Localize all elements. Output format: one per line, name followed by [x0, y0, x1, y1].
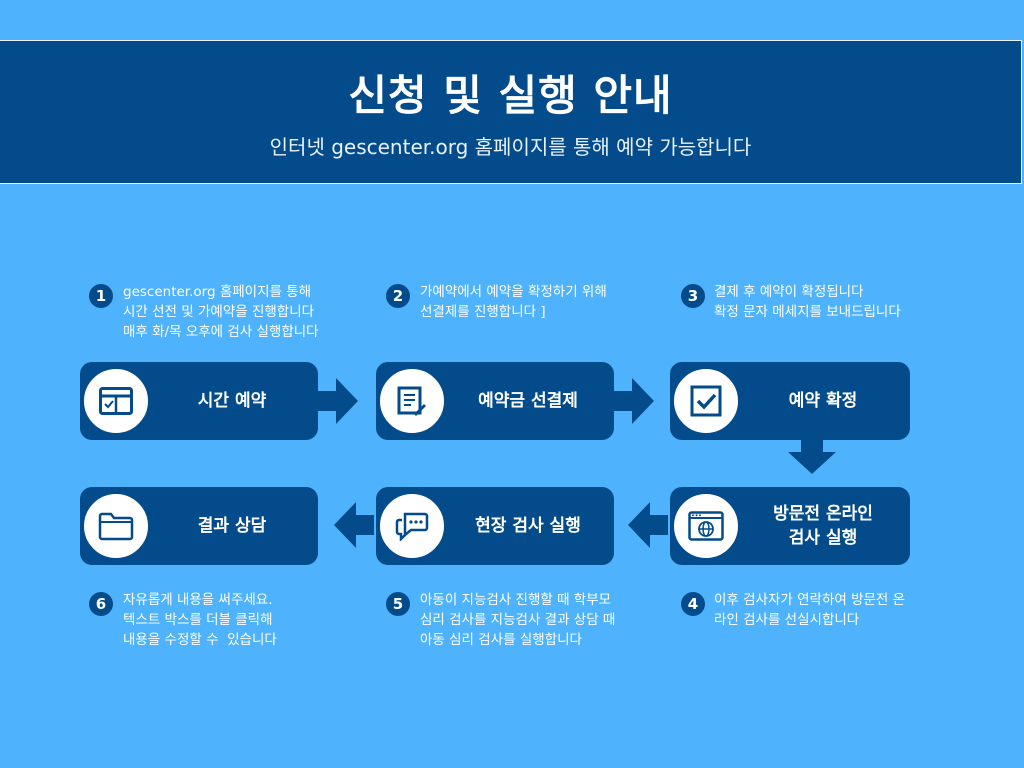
step-5-label: 현장 검사 실행	[475, 516, 581, 536]
step-6-card: 결과 상담	[80, 487, 318, 565]
arrow-down-icon	[788, 440, 836, 474]
step-4-label: 방문전 온라인 검사 실행	[773, 504, 873, 548]
step-4-number: 4	[681, 592, 705, 616]
step-2-note: 가예약에서 예약을 확정하기 위해 선결제를 진행합니다 ]	[420, 284, 607, 320]
arrow-right-icon	[318, 378, 358, 424]
step-1-card: 시간 예약	[80, 362, 318, 440]
step-2-number: 2	[386, 284, 410, 308]
arrow-left-icon	[334, 502, 374, 548]
document-icon	[397, 386, 426, 416]
step-5-number: 5	[386, 592, 410, 616]
header-banner: 신청 및 실행 안내 인터넷 gescenter.org 홈페이지를 통해 예약…	[0, 40, 1022, 184]
step-6-note: 자유롭게 내용을 써주세요. 텍스트 박스를 더블 클릭해 내용을 수정할 수 …	[123, 592, 277, 648]
arrow-right-icon	[614, 378, 654, 424]
step-3-card: 예약 확정	[670, 362, 910, 440]
page-subtitle: 인터넷 gescenter.org 홈페이지를 통해 예약 가능합니다	[269, 135, 752, 159]
step-4-icon-circle	[670, 490, 742, 562]
step-4-card: 방문전 온라인 검사 실행	[670, 487, 910, 565]
step-2-card: 예약금 선결제	[376, 362, 614, 440]
page-title: 신청 및 실행 안내	[348, 71, 673, 120]
step-3-note: 결제 후 예약이 확정됩니다 확정 문자 메세지를 보내드립니다	[714, 284, 901, 320]
step-6-icon-circle	[80, 490, 152, 562]
step-4-note: 이후 검사자가 연락하여 방문전 온 라인 검사를 선실시합니다	[714, 592, 906, 628]
step-3-number: 3	[681, 284, 705, 308]
step-5-card: 현장 검사 실행	[376, 487, 614, 565]
web-browser-icon	[688, 511, 724, 541]
folder-icon	[98, 512, 134, 541]
chat-icon	[395, 512, 429, 541]
arrow-left-icon	[628, 502, 668, 548]
step-6-number: 6	[89, 592, 113, 616]
step-1-note: gescenter.org 홈페이지를 통해 시간 선전 및 가예약을 진행합니…	[123, 284, 319, 340]
step-5-icon-circle	[376, 490, 448, 562]
step-2-icon-circle	[376, 365, 448, 437]
step-1-label: 시간 예약	[197, 391, 267, 411]
step-3-label: 예약 확정	[788, 391, 858, 411]
step-1-icon-circle	[80, 365, 152, 437]
step-2-label: 예약금 선결제	[478, 391, 578, 411]
step-6-label: 결과 상담	[197, 516, 267, 536]
step-5-note: 아동이 지능검사 진행할 때 학부모 심리 검사를 지능검사 결과 상담 때 아…	[420, 592, 616, 648]
step-1-number: 1	[89, 284, 113, 308]
calendar-icon	[99, 387, 133, 415]
step-3-icon-circle	[670, 365, 742, 437]
checkbox-icon	[690, 385, 722, 417]
